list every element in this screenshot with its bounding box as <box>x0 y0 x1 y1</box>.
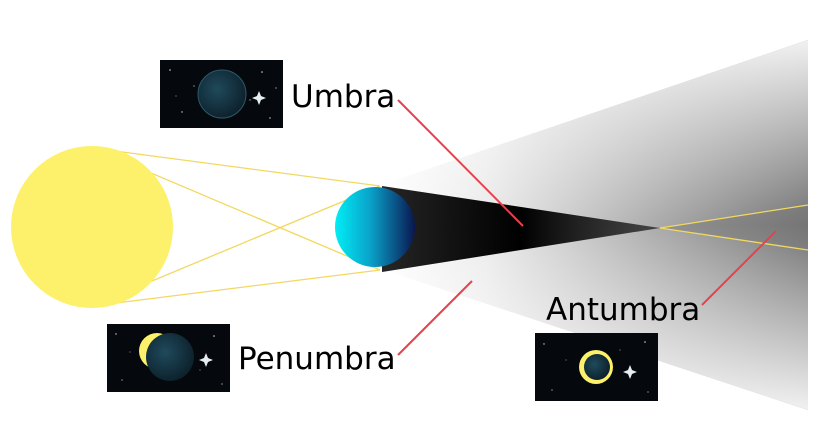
penumbra-label: Penumbra <box>238 341 396 377</box>
antumbra-pointer <box>701 230 777 306</box>
total-eclipse-icon <box>160 60 283 128</box>
umbra-region <box>382 186 660 272</box>
planet <box>335 187 415 267</box>
label-pointers <box>397 99 777 356</box>
partial-eclipse-icon <box>107 324 230 392</box>
annular-eclipse-icon <box>535 333 658 401</box>
sun <box>11 146 173 308</box>
antumbra-region <box>660 205 808 250</box>
antumbra-label: Antumbra <box>546 292 701 328</box>
umbra-label: Umbra <box>291 79 396 115</box>
penumbra-pointer <box>397 280 473 356</box>
umbra-pointer <box>397 99 524 227</box>
